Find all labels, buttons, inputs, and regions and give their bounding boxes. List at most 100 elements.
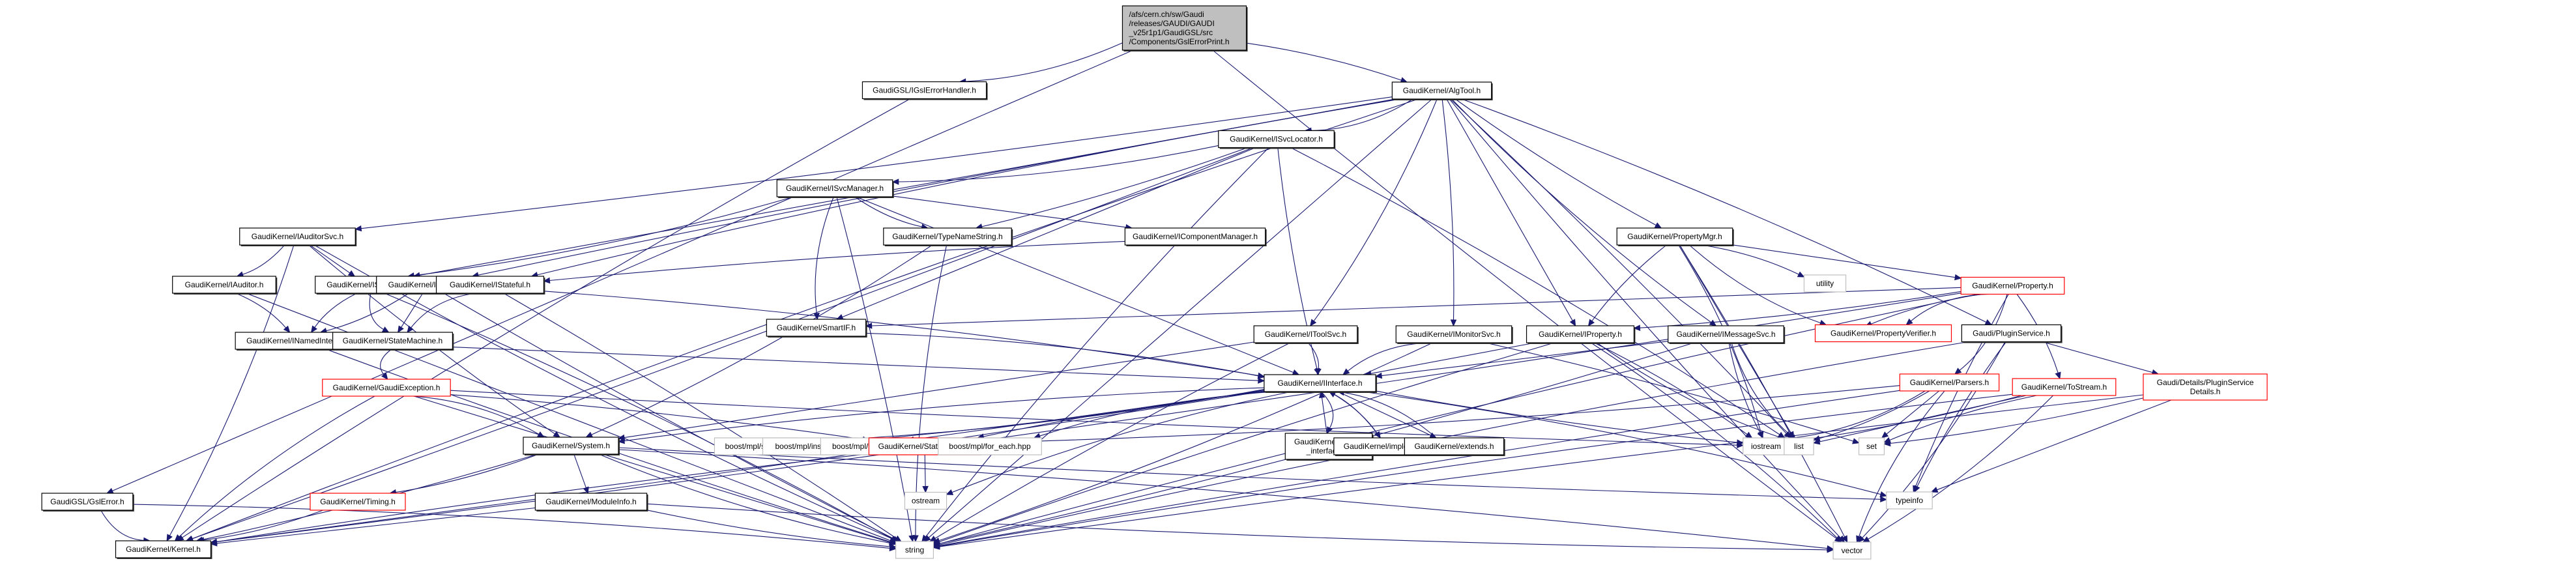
edge-line xyxy=(1362,391,1881,495)
node-parsers[interactable]: GaudiKernel/Parsers.h xyxy=(1899,373,2000,392)
edge-algtool-to-imessagesvc xyxy=(1451,98,1717,326)
node-smartif[interactable]: GaudiKernel/SmartIF.h xyxy=(766,319,867,338)
arrowhead-icon xyxy=(174,534,182,541)
edge-line xyxy=(1461,98,1987,323)
arrowhead-icon xyxy=(1374,372,1383,379)
edge-line xyxy=(1889,395,2037,441)
edge-line xyxy=(1320,391,1334,429)
node-shadow xyxy=(43,495,134,511)
edge-line xyxy=(573,453,586,488)
node-algtool[interactable]: GaudiKernel/AlgTool.h xyxy=(1391,81,1493,100)
node-system[interactable]: GaudiKernel/System.h xyxy=(523,437,620,455)
edge-line xyxy=(413,396,540,435)
node-imonitorsvc[interactable]: GaudiKernel/IMonitorSvc.h xyxy=(1395,325,1513,344)
edge-moduleinfo-to-kernel xyxy=(210,507,536,547)
node-box xyxy=(1395,325,1512,343)
node-label: GaudiKernel/GaudiException.h xyxy=(333,383,441,392)
arrowhead-icon xyxy=(1914,485,1920,493)
arrowhead-icon xyxy=(617,437,625,444)
edge-line xyxy=(591,244,933,435)
node-istateful[interactable]: GaudiKernel/IStateful.h xyxy=(435,276,545,295)
node-shadow xyxy=(1219,132,1336,149)
edge-pluginservicedetails-to-typeinfo xyxy=(1930,399,2171,493)
node-isvclocator[interactable]: GaudiKernel/ISvcLocator.h xyxy=(1218,130,1336,149)
edge-algtool-to-istateful xyxy=(530,98,1400,278)
edge-tostream-to-iostream xyxy=(1787,395,2022,444)
node-isvcmanager[interactable]: GaudiKernel/ISvcManager.h xyxy=(776,179,894,198)
node-statemachine[interactable]: GaudiKernel/StateMachine.h xyxy=(332,332,454,351)
arrowhead-icon xyxy=(908,534,915,543)
node-box xyxy=(1218,130,1335,149)
edge-line xyxy=(503,293,897,539)
edge-property-to-typeinfo xyxy=(1913,294,2009,493)
edge-line xyxy=(1597,342,1779,438)
edge-pluginservice-to-pluginservicedetails xyxy=(2042,341,2160,376)
node-shadow xyxy=(1669,327,1786,344)
node-label: GaudiKernel/System.h xyxy=(532,441,610,450)
node-icomponentmanager[interactable]: GaudiKernel/IComponentManager.h xyxy=(1124,227,1267,246)
arrowhead-icon xyxy=(1842,535,1848,543)
edge-itoolsvc-to-system xyxy=(617,341,1254,441)
node-property[interactable]: GaudiKernel/Property.h xyxy=(1960,276,2065,295)
edge-line xyxy=(925,147,1269,538)
edge-algtool-to-imonitorsvc xyxy=(1441,98,1457,327)
edge-line xyxy=(314,293,358,328)
arrowhead-icon xyxy=(1852,438,1860,444)
node-label: /releases/GAUDI/GAUDI xyxy=(1129,19,1214,28)
edge-line xyxy=(1449,98,1841,538)
node-itoolsvc[interactable]: GaudiKernel/IToolSvc.h xyxy=(1253,325,1359,344)
arrowhead-icon xyxy=(310,325,318,334)
node-iauditor[interactable]: GaudiKernel/IAuditor.h xyxy=(172,276,278,295)
node-root[interactable]: /afs/cern.ch/sw/Gaudi/releases/GAUDI/GAU… xyxy=(1122,5,1248,51)
node-box xyxy=(1122,5,1247,51)
node-moduleinfo[interactable]: GaudiKernel/ModuleInfo.h xyxy=(534,493,648,511)
node-box xyxy=(332,332,454,350)
node-gslerror[interactable]: GaudiGSL/GslError.h xyxy=(41,493,134,511)
node-kernel[interactable]: GaudiKernel/Kernel.h xyxy=(115,540,212,559)
node-label: GaudiKernel/IStateful.h xyxy=(450,280,530,289)
node-ostream: ostream xyxy=(904,491,948,510)
node-box xyxy=(1391,81,1492,100)
edge-iauditor-to-inamedinterface xyxy=(235,293,291,333)
node-iauditorsvc[interactable]: GaudiKernel/IAuditorSvc.h xyxy=(239,227,357,246)
node-timing[interactable]: GaudiKernel/Timing.h xyxy=(310,493,406,511)
node-gaudiexception[interactable]: GaudiKernel/GaudiException.h xyxy=(322,379,451,397)
node-utility: utility xyxy=(1803,274,1847,293)
node-label: GaudiKernel/IComponentManager.h xyxy=(1133,232,1258,241)
arrowhead-icon xyxy=(1954,274,1962,281)
edge-algtool-to-list xyxy=(1450,98,1791,439)
node-tostream[interactable]: GaudiKernel/ToStream.h xyxy=(2012,378,2117,396)
edge-line xyxy=(939,390,1900,547)
node-igslerrorhandler[interactable]: GaudiGSL/IGslErrorHandler.h xyxy=(861,81,988,100)
arrowhead-icon xyxy=(891,179,899,185)
edge-propertymgr-to-iproperty xyxy=(1587,244,1667,326)
node-box xyxy=(322,379,451,397)
node-extends[interactable]: GaudiKernel/extends.h xyxy=(1404,437,1505,456)
node-box xyxy=(766,319,867,337)
node-typenamestring[interactable]: GaudiKernel/TypeNameString.h xyxy=(883,227,1013,246)
node-imessagesvc[interactable]: GaudiKernel/IMessageSvc.h xyxy=(1668,325,1786,344)
node-propertymgr[interactable]: GaudiKernel/PropertyMgr.h xyxy=(1616,227,1734,246)
edge-imonitorsvc-to-iinterface xyxy=(1342,342,1431,375)
edge-line xyxy=(1594,342,1748,435)
arrowhead-icon xyxy=(1797,271,1805,278)
arrowhead-icon xyxy=(1984,319,1993,326)
node-box xyxy=(239,227,356,246)
edge-line xyxy=(646,503,1828,551)
edge-line xyxy=(384,293,893,539)
edge-line xyxy=(1937,399,2171,491)
node-box xyxy=(883,227,1012,246)
edge-algtool-to-pluginservice xyxy=(1461,98,1993,326)
node-pluginservice[interactable]: Gaudi/PluginService.h xyxy=(1961,324,2062,343)
edge-line xyxy=(100,510,144,541)
edge-line xyxy=(865,332,1259,377)
node-propertyverifier[interactable]: GaudiKernel/PropertyVerifier.h xyxy=(1814,324,1952,343)
node-iproperty[interactable]: GaudiKernel/IProperty.h xyxy=(1526,325,1636,344)
edge-iauditorsvc-to-iservice xyxy=(309,244,356,277)
arrowhead-icon xyxy=(381,372,388,380)
node-label: GaudiKernel/AlgTool.h xyxy=(1403,86,1481,95)
edge-property-to-propertyverifier xyxy=(1905,293,1990,326)
node-iinterface[interactable]: GaudiKernel/IInterface.h xyxy=(1264,374,1378,393)
arrowhead-icon xyxy=(543,277,551,284)
